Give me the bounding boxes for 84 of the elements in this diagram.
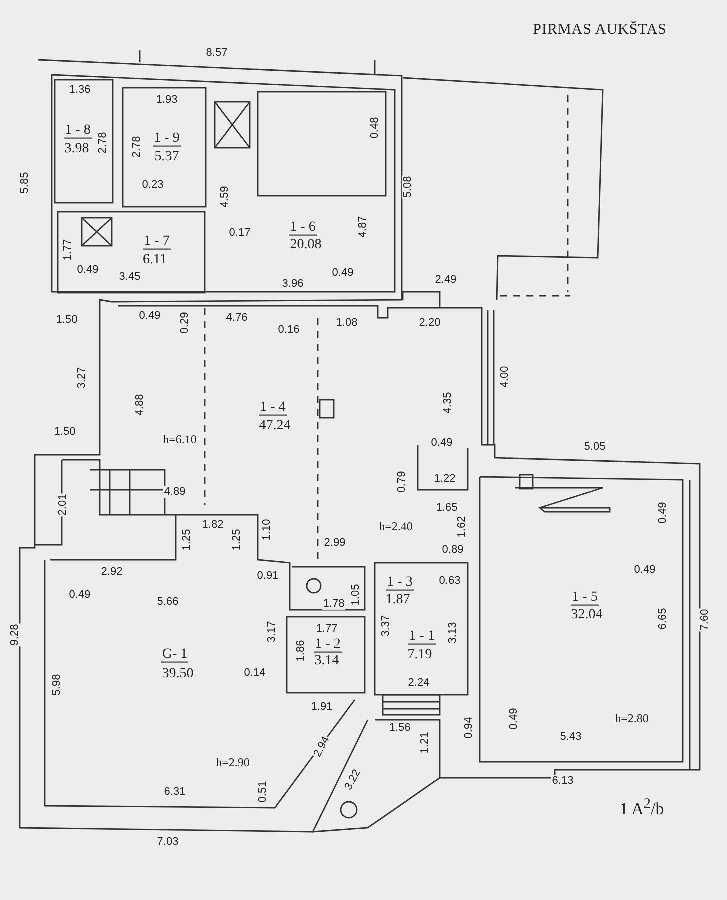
dimension-label: 5.98 — [50, 673, 64, 697]
ceiling-height: h=2.40 — [378, 520, 414, 534]
dimension-label: 7.03 — [156, 836, 180, 848]
dimension-label: 4.87 — [356, 215, 370, 239]
dimension-label: 2.01 — [56, 493, 70, 517]
dimension-label: 0.49 — [331, 266, 355, 280]
dimension-label: 4.59 — [218, 185, 232, 209]
dimension-label: 0.16 — [277, 324, 301, 336]
dimension-label: 2.78 — [130, 135, 144, 159]
dimension-label: 1.82 — [201, 518, 225, 532]
dimension-label: 1.50 — [55, 314, 79, 326]
dimension-label: 1.91 — [310, 700, 334, 714]
dimension-label: 4.00 — [498, 365, 512, 389]
room-number: 1 - 2 — [314, 636, 342, 654]
dimension-label: 0.23 — [141, 178, 165, 192]
dimension-label: 1.08 — [335, 316, 359, 330]
dimension-label: 7.60 — [698, 608, 712, 632]
room-number: 1 - 5 — [571, 590, 599, 606]
dimension-label: 0.51 — [256, 780, 270, 804]
dimension-label: 5.08 — [402, 175, 414, 199]
dimension-label: 1.36 — [68, 84, 92, 96]
dimension-label: 3.96 — [281, 278, 305, 290]
dimension-label: 0.49 — [633, 564, 657, 576]
room-number: 1 - 7 — [143, 234, 171, 250]
dimension-label: 4.88 — [134, 393, 146, 417]
dimension-label: 1.25 — [230, 528, 244, 552]
dimension-label: 1.65 — [435, 502, 459, 514]
dimension-label: 0.91 — [256, 570, 280, 582]
dimension-label: 1.86 — [294, 639, 308, 663]
dimension-label: 4.89 — [163, 486, 187, 498]
plan-title: PIRMAS AUKŠTAS — [532, 22, 668, 39]
dimension-label: 1.25 — [180, 528, 194, 552]
dimension-label: 2.99 — [323, 536, 347, 550]
dimension-label: 5.85 — [18, 171, 32, 195]
dimension-label: 1.93 — [155, 94, 179, 106]
dimension-label: 1.10 — [260, 518, 274, 542]
dimension-label: 0.49 — [508, 707, 520, 731]
dimension-label: 5.66 — [156, 596, 180, 608]
dimension-label: 1.78 — [322, 598, 346, 610]
dimension-label: 3.37 — [380, 614, 392, 638]
ceiling-height: h=2.80 — [614, 712, 650, 726]
dimension-label: 0.29 — [178, 311, 192, 335]
dimension-label: 0.49 — [138, 310, 162, 322]
dimension-label: 4.76 — [225, 312, 249, 324]
dimension-label: 4.35 — [442, 391, 454, 415]
room-number: 1 - 4 — [259, 400, 287, 416]
dimension-label: 9.28 — [8, 623, 22, 647]
dimension-label: 0.14 — [243, 666, 267, 680]
dimension-label: 3.17 — [266, 620, 278, 644]
dimension-label: 0.79 — [396, 470, 408, 494]
dimension-label: 0.49 — [76, 264, 100, 276]
dimension-label: 1.62 — [456, 515, 468, 539]
dimension-label: 6.31 — [163, 786, 187, 798]
ceiling-height: h=6.10 — [162, 433, 198, 447]
dimension-label: 0.89 — [441, 544, 465, 556]
room-number: 1 - 3 — [386, 574, 414, 592]
dimension-label: 0.63 — [438, 574, 462, 588]
dimension-label: 6.13 — [551, 774, 575, 788]
room-number: 1 - 8 — [64, 122, 92, 140]
dimension-label: 3.27 — [76, 366, 88, 390]
room-number: 1 - 1 — [408, 628, 436, 646]
dimension-label: 0.49 — [656, 501, 670, 525]
dimension-label: 6.65 — [656, 607, 670, 631]
dimension-label: 5.43 — [559, 730, 583, 744]
room-number: G- 1 — [161, 646, 189, 664]
room-number: 1 - 6 — [289, 220, 317, 236]
dimension-label: 8.57 — [205, 46, 229, 60]
dimension-label: 2.78 — [96, 131, 110, 155]
dimension-label: 0.48 — [368, 116, 382, 140]
dimension-label: 0.49 — [68, 588, 92, 602]
dimension-label: 0.17 — [228, 226, 252, 240]
dimension-label: 2.20 — [418, 316, 442, 330]
dimension-label: 0.49 — [430, 436, 454, 450]
dimension-label: 1.56 — [388, 722, 412, 734]
dimension-label: 5.05 — [583, 440, 607, 454]
dimension-label: 3.13 — [446, 621, 460, 645]
dimension-label: 1.50 — [53, 426, 77, 438]
dimension-label: 3.45 — [118, 270, 142, 284]
dimension-label: 0.94 — [462, 716, 476, 740]
dimension-label: 2.92 — [100, 566, 124, 578]
room-number: 1 - 9 — [153, 130, 181, 148]
dimension-label: 1.05 — [350, 583, 362, 607]
ceiling-height: h=2.90 — [215, 756, 251, 770]
dimension-label: 2.49 — [434, 274, 458, 286]
